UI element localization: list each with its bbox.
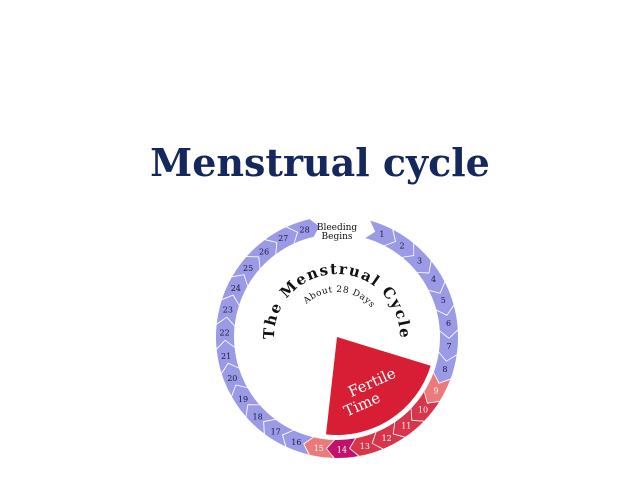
day-arrow-shape	[402, 243, 431, 273]
day-segment-9: 9	[424, 373, 451, 403]
day-segment-13: 13	[350, 432, 383, 456]
day-arrow-shape	[222, 275, 248, 305]
day-number-label: 6	[446, 319, 451, 328]
day-segment-27: 27	[265, 227, 297, 254]
day-number-label: 1	[379, 230, 384, 239]
day-arrow-shape	[424, 373, 451, 403]
day-number-label: 2	[400, 241, 405, 250]
day-number-label: 20	[227, 374, 237, 383]
day-segment-3: 3	[402, 243, 431, 273]
day-arrow-shape	[438, 330, 458, 361]
day-number-label: 4	[431, 275, 436, 284]
day-arrow-shape	[264, 419, 293, 447]
day-segment-20: 20	[221, 363, 247, 396]
day-arrow-shape	[372, 422, 405, 449]
cycle-subtitle: About 28 Days	[301, 285, 377, 310]
day-number-label: 17	[271, 427, 281, 436]
day-number-label: 26	[259, 247, 269, 256]
day-arrow-shape	[433, 352, 457, 383]
day-segment-25: 25	[232, 257, 260, 286]
day-number-label: 22	[220, 329, 230, 338]
bleeding-label-line1: Bleeding	[317, 223, 358, 233]
day-number-label: 25	[243, 264, 253, 273]
day-segment-22: 22	[215, 317, 235, 349]
day-segment-28: 28	[287, 219, 320, 244]
day-arrow-shape	[287, 219, 320, 244]
day-segment-16: 16	[283, 430, 313, 455]
day-number-label: 11	[401, 422, 411, 431]
day-number-label: 28	[300, 225, 310, 234]
day-segment-4: 4	[417, 261, 445, 293]
day-arrow-shape	[304, 437, 334, 458]
day-segment-7: 7	[438, 330, 458, 361]
bleeding-label-line2: Begins	[322, 232, 353, 242]
day-arrow-shape	[221, 363, 247, 396]
day-number-label: 9	[434, 386, 439, 395]
day-arrow-shape	[215, 317, 235, 349]
day-number-label: 19	[238, 395, 248, 404]
day-number-label: 27	[278, 234, 288, 243]
day-ring: 1234567891011121314151617181920212223242…	[215, 219, 458, 459]
day-number-label: 24	[231, 284, 241, 293]
day-arrow-shape	[231, 385, 260, 417]
day-arrow-shape	[216, 295, 239, 326]
day-arrow-shape	[247, 240, 277, 269]
day-segment-26: 26	[247, 240, 277, 269]
day-number-label: 16	[291, 438, 301, 447]
fertile-time-wedge	[326, 337, 431, 436]
day-segment-15: 15	[304, 437, 334, 458]
day-segment-24: 24	[222, 275, 248, 305]
menstrual-cycle-diagram: 1234567891011121314151617181920212223242…	[215, 219, 458, 459]
day-number-label: 8	[442, 365, 447, 374]
day-segment-12: 12	[372, 422, 405, 449]
day-number-label: 18	[253, 413, 263, 422]
day-arrow-shape	[216, 340, 239, 373]
day-number-label: 7	[447, 342, 452, 351]
day-number-label: 3	[417, 257, 422, 266]
day-number-label: 12	[382, 434, 392, 443]
day-segment-19: 19	[231, 385, 260, 417]
day-arrow-shape	[385, 229, 414, 257]
day-arrow-shape	[411, 392, 440, 421]
day-segment-1: 1	[365, 220, 395, 246]
day-arrow-shape	[283, 430, 313, 455]
day-arrow-shape	[327, 438, 359, 459]
day-number-label: 5	[441, 296, 446, 305]
day-arrow-shape	[417, 261, 445, 293]
day-segment-8: 8	[433, 352, 457, 383]
day-arrow-shape	[365, 220, 395, 246]
day-segment-10: 10	[411, 392, 440, 421]
day-segment-11: 11	[393, 409, 424, 437]
day-number-label: 21	[221, 352, 231, 361]
day-segment-23: 23	[216, 295, 239, 326]
day-arrow-shape	[393, 409, 424, 437]
day-number-label: 23	[223, 306, 233, 315]
day-arrow-shape	[246, 405, 275, 434]
day-segment-6: 6	[436, 306, 458, 338]
day-number-label: 13	[360, 442, 370, 451]
day-arrow-shape	[265, 227, 297, 254]
day-arrow-shape	[429, 282, 454, 315]
day-segment-21: 21	[216, 340, 239, 373]
day-segment-14: 14	[327, 438, 359, 459]
day-segment-2: 2	[385, 229, 414, 257]
day-segment-5: 5	[429, 282, 454, 315]
day-arrow-shape	[350, 432, 383, 456]
day-number-label: 10	[418, 406, 428, 415]
day-segment-17: 17	[264, 419, 293, 447]
day-arrow-shape	[436, 306, 458, 338]
day-arrow-shape	[232, 257, 260, 286]
cycle-title: The Menstrual Cycle	[260, 260, 414, 340]
slide-title: Menstrual cycle	[150, 140, 490, 185]
day-number-label: 15	[314, 444, 324, 453]
day-number-label: 14	[337, 445, 347, 454]
day-segment-18: 18	[246, 405, 275, 434]
